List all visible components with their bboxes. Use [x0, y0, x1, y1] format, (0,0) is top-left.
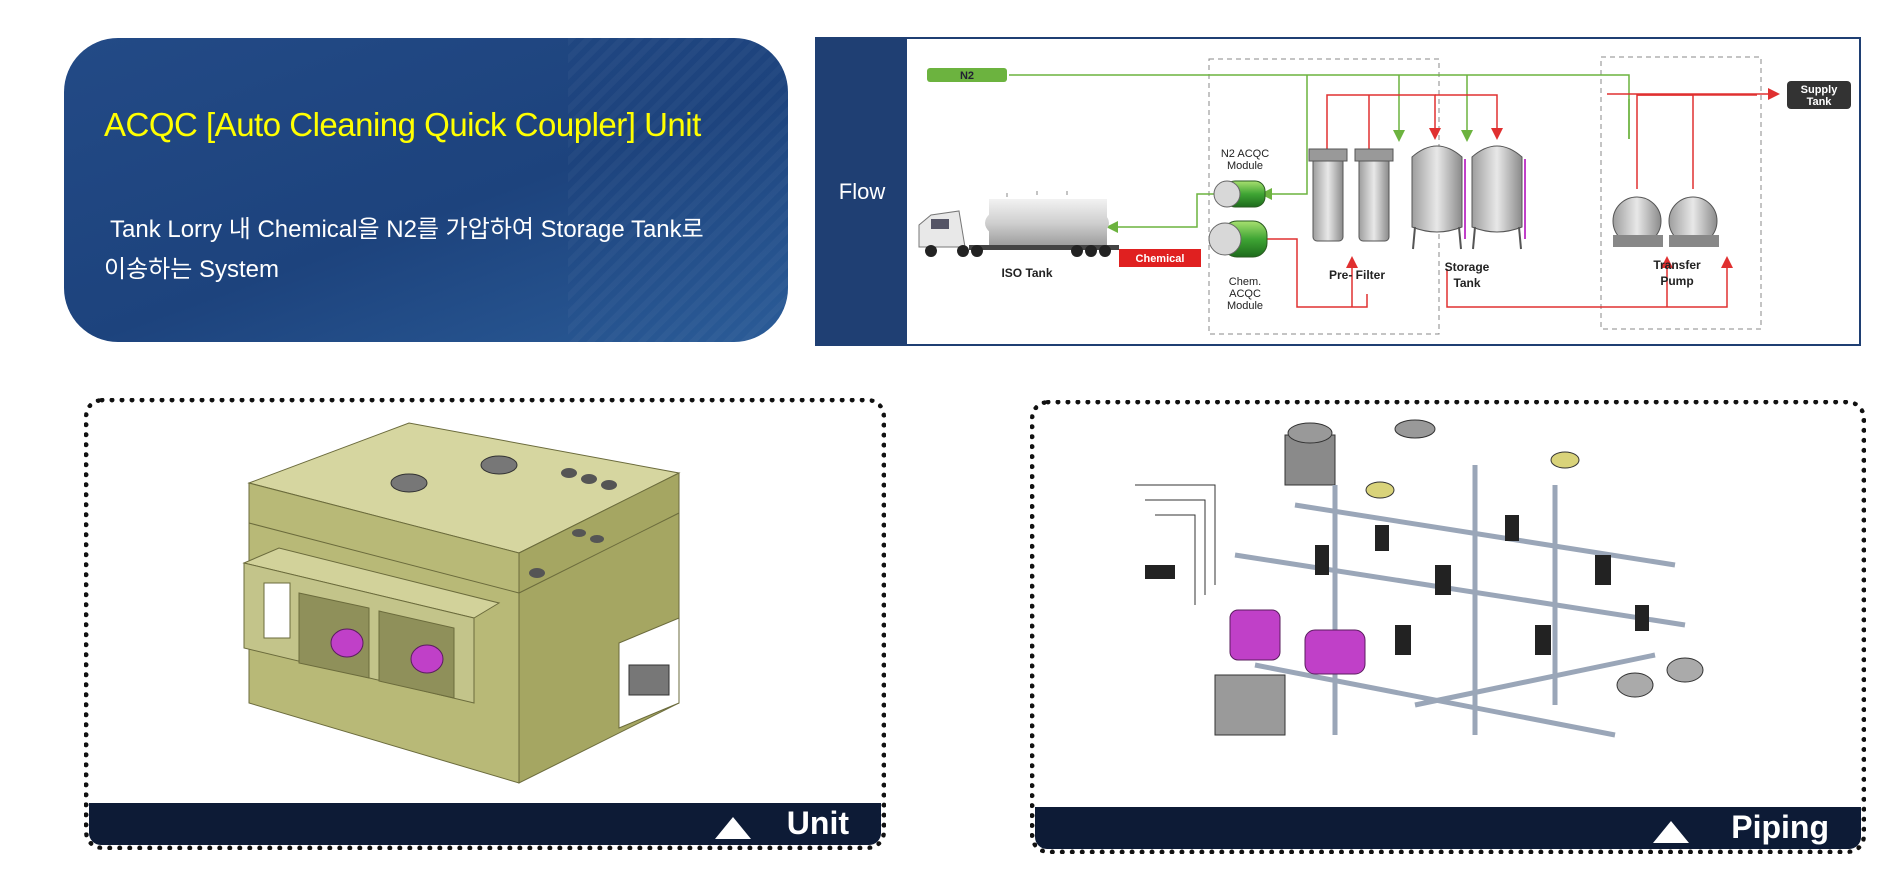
- chem-line-1: [1263, 238, 1368, 308]
- n2-tag: [927, 68, 1007, 82]
- n2-tag-text: N2: [960, 70, 974, 82]
- pre-filter-label: Pre- Filter: [1329, 268, 1385, 282]
- n2-module-text-2: Module: [1227, 160, 1263, 172]
- storage-tank-text-2: Tank: [1453, 276, 1480, 290]
- chem-acqc-module: [1208, 220, 1268, 258]
- supply-tank-tag: [1787, 81, 1851, 109]
- chem-line-to-tank2: [1435, 94, 1503, 140]
- chem-module-text-3: Module: [1227, 300, 1263, 312]
- unit-label: Unit: [786, 805, 849, 841]
- iso-tank-label: ISO Tank: [1001, 266, 1052, 280]
- flow-side-label: Flow: [838, 179, 886, 204]
- chem-line-to-pump: [1446, 256, 1733, 308]
- chem-line-to-tank1: [1326, 94, 1441, 149]
- piping-label-bar: Piping: [1035, 807, 1861, 849]
- triangle-up-icon: [715, 817, 751, 839]
- intro-card: ACQC [Auto Cleaning Quick Coupler] Unit …: [64, 38, 788, 342]
- transfer-pumps: [1612, 196, 1719, 247]
- piping-label: Piping: [1731, 809, 1829, 845]
- unit-label-bar: Unit: [89, 803, 881, 845]
- intro-line-1: Tank Lorry 내 Chemical을 N2를 가압하여 Storage …: [110, 216, 704, 243]
- n2-module-text-1: N2 ACQC: [1221, 148, 1269, 160]
- iso-tank-truck: [918, 191, 1119, 257]
- chemical-tag: [1119, 249, 1201, 267]
- transfer-pump-text-1: Transfer: [1653, 258, 1701, 272]
- pump-group-box: [1600, 56, 1762, 330]
- chem-module-text-2: ACQC: [1229, 288, 1261, 300]
- piping-panel: Piping: [1030, 400, 1866, 854]
- flow-svg: N2 Supply Tank ISO Tank Chemical N2 ACQC…: [918, 56, 1851, 335]
- chemical-tag-text: Chemical: [1136, 253, 1185, 265]
- storage-tanks: [1411, 145, 1526, 250]
- n2-line-module: [1260, 75, 1308, 200]
- triangle-up-icon: [1653, 821, 1689, 843]
- intro-title: ACQC [Auto Cleaning Quick Coupler] Unit: [104, 106, 701, 143]
- n2-line-to-iso: [1106, 193, 1225, 233]
- pre-filter-units: [1308, 148, 1394, 242]
- intro-description: Tank Lorry 내 Chemical을 N2를 가압하여 Storage …: [104, 210, 754, 290]
- piping-3d-model: [1135, 419, 1704, 738]
- transfer-pump-text-2: Pump: [1660, 274, 1693, 288]
- unit-3d-model: [242, 422, 681, 784]
- n2-line-main: [1009, 74, 1630, 139]
- supply-tank-text-1: Supply: [1801, 84, 1839, 96]
- storage-tank-text-1: Storage: [1445, 260, 1490, 274]
- supply-tank-text-2: Tank: [1807, 96, 1833, 108]
- pump-out-line: [1636, 94, 1757, 189]
- flow-side-bar: Flow: [817, 39, 907, 344]
- n2-acqc-module: [1213, 180, 1266, 208]
- chem-module-text-1: Chem.: [1229, 276, 1261, 288]
- unit-panel: Unit: [84, 398, 886, 850]
- flow-diagram: Flow N2: [815, 37, 1861, 346]
- pump-out-line-2: [1637, 94, 1694, 189]
- intro-line-2: 이송하는 System: [104, 256, 280, 283]
- intro-stripes: [568, 38, 788, 342]
